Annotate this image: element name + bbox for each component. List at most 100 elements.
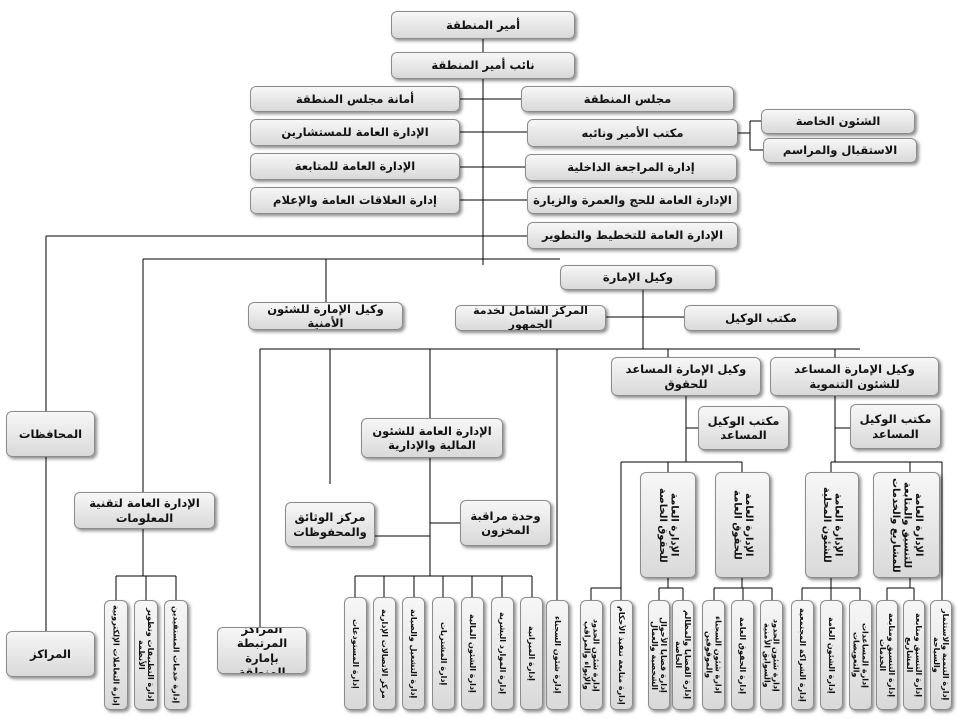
emirate-agent-label: وكيل الإمارة — [602, 270, 674, 285]
leaf-fin-5-label: إدارة الشئون المالية — [468, 614, 478, 693]
leaf-it-1: إدارة التعاملات الإلكترونية — [104, 600, 128, 710]
planning-dev-box: الإدارة العامة للتخطيط والتطوير — [527, 222, 738, 249]
public-service-center-box: المركز الشامل لخدمة الجمهور — [455, 305, 606, 331]
leaf-fin-2-label: مركز الاتصالات الإدارية — [380, 608, 390, 699]
security-affairs-agent-box: وكيل الإمارة للشئون الأمنية — [248, 302, 403, 330]
leaf-pub-1: إدارة شئون السجناء والموقوفين — [702, 600, 725, 710]
pr-media-box: إدارة العلاقات العامة والإعلام — [250, 187, 460, 214]
public-rights-label: الإدارة العامة للحقوق العامة — [731, 490, 755, 560]
leaf-rd-2: إدارة شئون الحدود والإيواء والمراقب — [580, 600, 603, 710]
emir-box: أمير المنطقة — [391, 11, 575, 39]
private-rights-label: الإدارة العامة للحقوق الخاصة — [657, 487, 680, 563]
leaf-fin-7-label: إدارة الميزانية — [527, 626, 537, 681]
it-admin-label: الإدارة العامة لتقنية المعلومات — [89, 496, 200, 525]
special-affairs-label: الشئون الخاصة — [795, 114, 881, 129]
leaf-it-3: إدارة خدمات المستفيدين — [164, 600, 188, 710]
warehouse-unit-box: وحدة مراقبة المخزون — [460, 500, 551, 546]
emirate-agent-box: وكيل الإمارة — [560, 265, 716, 290]
agent-office-label: مكتب الوكيل — [725, 310, 797, 325]
leaf-pub-2-label: إدارة الحقوق العامة — [738, 616, 748, 694]
leaf-it-2-label: إدارة التطبيقات وتطوير الأنظمة — [137, 608, 156, 702]
governorates-label: المحافظات — [18, 426, 83, 441]
documents-center-label: مركز الوثائق والمحفوظات — [293, 510, 367, 539]
leaf-it-1-label: إدارة التعاملات الإلكترونية — [111, 604, 121, 706]
region-council-label: مجلس المنطقة — [583, 91, 672, 106]
leaf-fin-1: إدارة المستودعات — [344, 597, 367, 710]
leaf-rd-1: إدارة شئون السجناء — [546, 600, 569, 710]
asst-office-dev-box: مكتب الوكيل المساعد — [850, 404, 941, 449]
leaf-la-1-label: إدارة الشراكة المجتمعية — [798, 608, 808, 702]
leaf-it-3-label: إدارة خدمات المستفيدين — [171, 606, 181, 704]
leaf-fin-1-label: إدارة المستودعات — [351, 618, 361, 689]
leaf-la-3-label: إدارة المساعدات والتعويضات — [851, 622, 870, 688]
asst-rights-agent-label: وكيل الإمارة المساعد للحقوق — [625, 362, 747, 391]
leaf-pub-2: إدارة الحقوق العامة — [731, 600, 754, 710]
internal-audit-label: إدارة المراجعة الداخلية — [567, 160, 695, 175]
consultants-admin-box: الإدارة العامة للمستشارين — [250, 119, 460, 146]
reception-protocol-box: الاستقبال والمراسم — [763, 138, 917, 163]
public-service-center-label: المركز الشامل لخدمة الجمهور — [473, 305, 588, 331]
asst-dev-agent-label: وكيل الإمارة المساعد للشئون التنموية — [794, 362, 915, 391]
leaf-rd-3: إدارة متابعة تنفيذ الأحكام — [610, 600, 633, 710]
leaf-fin-6-label: إدارة الموارد البشرية — [498, 612, 508, 695]
followup-admin-box: الإدارة العامة للمتابعة — [250, 153, 460, 180]
private-rights-box: الإدارة العامة للحقوق الخاصة — [640, 472, 696, 578]
coordination-projects-label: الإدارة العامة للتنسيق والمتابعة للمشاري… — [889, 477, 924, 573]
documents-center-box: مركز الوثائق والمحفوظات — [285, 502, 375, 547]
asst-office-rights-box: مكتب الوكيل المساعد — [698, 406, 789, 450]
centers-box: المراكز — [6, 631, 95, 677]
warehouse-unit-label: وحدة مراقبة المخزون — [470, 508, 541, 537]
leaf-fin-5: إدارة الشئون المالية — [461, 597, 484, 710]
planning-dev-label: الإدارة العامة للتخطيط والتطوير — [541, 228, 724, 243]
council-secretariat-label: أمانة مجلس المنطقة — [295, 91, 415, 106]
agent-office-box: مكتب الوكيل — [684, 305, 838, 331]
leaf-co-2-label: إدارة التنسيق ومتابعة المشاريع — [905, 613, 923, 697]
leaf-fin-3: إدارة التشغيل والصيانة — [402, 597, 425, 710]
hajj-umrah-box: الإدارة العامة للحج والعمرة والزيارة — [527, 187, 738, 214]
leaf-la-1: إدارة الشراكة المجتمعية — [791, 600, 814, 710]
leaf-la-3: إدارة المساعدات والتعويضات — [849, 600, 872, 710]
leaf-fin-6: إدارة الموارد البشرية — [491, 597, 514, 710]
leaf-co-3: إدارة التنمية والاستثمار والسياحة — [930, 600, 952, 710]
leaf-co-1: إدارة التنسيق ومتابعة الخدمات — [876, 600, 898, 710]
leaf-pub-3: إدارة شئون الحدود والسوابق الأمنية — [760, 600, 783, 710]
deputy-emir-box: نائب أمير المنطقة — [391, 52, 575, 79]
leaf-rd-2-label: إدارة شئون الحدود والإيواء والمراقب — [582, 618, 601, 692]
linked-centers-box: المراكز المرتبطة بإمارة المنطقة — [217, 627, 307, 674]
hajj-umrah-label: الإدارة العامة للحج والعمرة والزيارة — [533, 193, 732, 208]
leaf-la-2: إدارة الشئون العامة — [820, 600, 843, 710]
leaf-pub-3-label: إدارة شئون الحدود والسوابق الأمنية — [762, 618, 781, 692]
leaf-pub-1-label: إدارة شئون السجناء والموقوفين — [704, 616, 723, 694]
leaf-pr-2-label: إدارة القضايا والمظالم الخاصة — [674, 610, 692, 700]
internal-audit-box: إدارة المراجعة الداخلية — [525, 154, 737, 181]
coordination-projects-box: الإدارة العامة للتنسيق والمتابعة للمشاري… — [873, 472, 940, 578]
council-secretariat-box: أمانة مجلس المنطقة — [250, 86, 460, 112]
asst-dev-agent-box: وكيل الإمارة المساعد للشئون التنموية — [770, 357, 939, 396]
leaf-fin-7: إدارة الميزانية — [520, 597, 543, 710]
asst-rights-agent-box: وكيل الإمارة المساعد للحقوق — [611, 357, 761, 396]
leaf-pr-2: إدارة القضايا والمظالم الخاصة — [672, 600, 694, 710]
governorates-box: المحافظات — [6, 411, 95, 457]
leaf-la-2-label: إدارة الشئون العامة — [827, 616, 837, 694]
local-affairs-box: الإدارة العامة للشئون المحلية — [805, 472, 859, 578]
region-council-box: مجلس المنطقة — [521, 86, 734, 112]
emir-label: أمير المنطقة — [445, 17, 521, 32]
it-admin-box: الإدارة العامة لتقنية المعلومات — [74, 492, 215, 529]
security-affairs-agent-label: وكيل الإمارة للشئون الأمنية — [267, 302, 384, 330]
leaf-rd-3-label: إدارة متابعة تنفيذ الأحكام — [617, 605, 627, 705]
leaf-it-2: إدارة التطبيقات وتطوير الأنظمة — [134, 600, 158, 710]
leaf-fin-3-label: إدارة التشغيل والصيانة — [409, 608, 419, 699]
emir-office-box: مكتب الأمير ونائبه — [527, 119, 738, 147]
finance-admin-label: الإدارة العامة للشئون المالية والإدارية — [372, 423, 492, 452]
special-affairs-box: الشئون الخاصة — [761, 109, 915, 134]
leaf-pr-1: إدارة قضايا الأحوال الشخصية والعمال — [648, 600, 670, 710]
leaf-pr-1-label: إدارة قضايا الأحوال الشخصية والعمال — [650, 617, 668, 693]
reception-protocol-label: الاستقبال والمراسم — [782, 143, 898, 158]
centers-label: المراكز — [30, 646, 71, 661]
leaf-co-3-label: إدارة التنمية والاستثمار والسياحة — [932, 609, 950, 701]
local-affairs-label: الإدارة العامة للشئون المحلية — [821, 487, 844, 563]
leaf-fin-2: مركز الاتصالات الإدارية — [373, 597, 396, 710]
leaf-fin-4-label: إدارة المشتريات — [439, 621, 449, 686]
asst-office-rights-label: مكتب الوكيل المساعد — [707, 413, 780, 442]
